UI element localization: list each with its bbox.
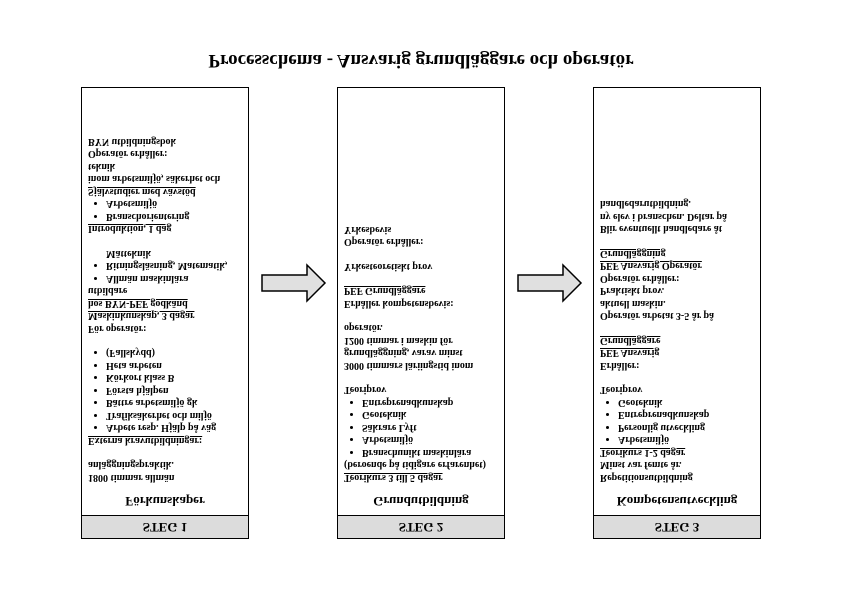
list-item: Arbetsmiljö bbox=[618, 433, 754, 446]
text-line: Blir eventuellt handledare åt bbox=[600, 223, 723, 235]
text-line: Operatör arbetat 3-5 år på bbox=[600, 310, 715, 322]
step-1-title: Förkunskaper bbox=[125, 494, 205, 509]
list-item: Trafiksäkerhet och miljö bbox=[106, 409, 242, 421]
arrow-step2-to-step3 bbox=[517, 263, 583, 303]
bullet-list: Arbete resp. Hjälp på vägTrafiksäkerhet … bbox=[88, 346, 242, 434]
text-line: Självstudier med vävstöd bbox=[88, 186, 196, 197]
spacer bbox=[88, 446, 242, 458]
spacer bbox=[88, 334, 242, 346]
text-line: Erhåller kompetensbevis: bbox=[344, 298, 454, 309]
bullet-list: Allmän maskinläraRitningsläsning, Matema… bbox=[88, 259, 242, 285]
text-line: operatör. bbox=[344, 322, 383, 334]
list-item: Säkrare Lyft bbox=[362, 421, 498, 433]
text-line: inom arbetsmiljö, säkerhet och bbox=[88, 173, 221, 185]
step-1-header: STEG 1 bbox=[82, 515, 248, 538]
text-line: BYN utbildningsbok bbox=[88, 136, 177, 147]
arrow-shape bbox=[517, 263, 583, 303]
text-line: Erhåller: bbox=[600, 360, 640, 371]
list-item: Geoteknik bbox=[362, 408, 498, 421]
text-line: PEF Grundläggare bbox=[344, 285, 426, 297]
spacer bbox=[344, 248, 498, 260]
list-item: Bättre arbetsmiljö gk bbox=[106, 396, 242, 409]
text-line: Praktiskt prov. bbox=[600, 285, 665, 297]
diagram-caption: Processchema - Ansvarig grundläggare och… bbox=[208, 50, 634, 71]
text-line: grundläggning, varav minst bbox=[344, 347, 463, 359]
text-line: För operatör: bbox=[88, 323, 147, 334]
text-line: Repetitionsutbildning bbox=[600, 472, 693, 483]
step-2-content: Teorikurs 3 till 5 dagar(beroende på tid… bbox=[338, 223, 504, 483]
list-item: Arbetsmiljö bbox=[106, 197, 242, 210]
text-line: Yrkesbevis bbox=[344, 224, 392, 235]
text-line: handledarutbildning. bbox=[600, 198, 691, 210]
list-item: Körkort klass B bbox=[106, 371, 242, 384]
list-item: Heta arbeten bbox=[106, 359, 242, 371]
text-line: Operatör erhåller: bbox=[88, 148, 168, 160]
list-item: Branschunikt maskinlära bbox=[362, 446, 498, 458]
list-item: Personlig utveckling bbox=[618, 421, 754, 433]
text-line: Teoriprov bbox=[344, 384, 387, 396]
text-line: Teorikurs 1-2 dagar bbox=[600, 447, 686, 458]
list-item: Första hjälpen bbox=[106, 384, 242, 396]
text-line: Teorikurs 3 till 5 dagar bbox=[344, 472, 443, 483]
text-line: anläggningspraktik. bbox=[88, 459, 174, 471]
step-3-box: STEG 3 Kompetensutveckling Repetitionsut… bbox=[593, 87, 761, 539]
step-2-box: STEG 2 Grundutbildning Teorikurs 3 till … bbox=[337, 87, 505, 539]
list-item: Entreprenadkunskap bbox=[618, 408, 754, 421]
spacer bbox=[600, 322, 754, 334]
list-item: (Fallskydd) bbox=[106, 346, 242, 359]
text-line: PEF Ansvarig Operatör bbox=[600, 260, 702, 272]
spacer bbox=[88, 235, 242, 247]
arrow-step1-to-step2 bbox=[261, 263, 327, 303]
list-item: Branschorientering bbox=[106, 210, 242, 222]
text-line: Grundläggare bbox=[600, 335, 661, 346]
text-line: Yrkesteoretiskt prov bbox=[344, 261, 433, 272]
text-line: Minst var femte år. bbox=[600, 459, 682, 471]
step-3-title: Kompetensutveckling bbox=[616, 494, 738, 509]
text-line: aktuell maskin. bbox=[600, 298, 666, 309]
step-2-title: Grundutbildning bbox=[373, 494, 469, 509]
spacer bbox=[600, 371, 754, 383]
text-line: Operatör erhåller: bbox=[600, 273, 680, 284]
step-3-header: STEG 3 bbox=[594, 515, 760, 538]
list-item: Allmän maskinlära bbox=[106, 272, 242, 284]
list-item: Ritningsläsning, Matematik, bbox=[106, 259, 242, 272]
text-line: Introduktion, 1 dag bbox=[88, 223, 172, 235]
step-2-header: STEG 2 bbox=[338, 515, 504, 538]
text-line: teknik bbox=[88, 161, 116, 172]
text-line: hos BYN-PEF godkänd bbox=[88, 298, 188, 309]
arrow-shape bbox=[261, 263, 327, 303]
bullet-list: Branschunikt maskinläraArbetsmiljöSäkrar… bbox=[344, 396, 498, 458]
text-line: Operatör erhåller: bbox=[344, 236, 424, 248]
text-line: Maskinkunskap, 3 dagar bbox=[88, 310, 195, 322]
list-item: Geoteknik bbox=[618, 396, 754, 408]
list-item: Arbete resp. Hjälp på väg bbox=[106, 421, 242, 434]
text-line: Teoriprov bbox=[600, 384, 643, 396]
text-line: 1200 timmar i maskin för bbox=[344, 335, 453, 346]
text-line: 3000 timmars läriingstid inom bbox=[344, 360, 474, 371]
bullet-list: ArbetsmiljöPersonlig utvecklingEntrepren… bbox=[600, 396, 754, 446]
text-line: utbildare bbox=[88, 285, 128, 297]
list-item: Arbetsmiljö bbox=[362, 433, 498, 446]
text-line: 1800 timmar allmän bbox=[88, 472, 175, 483]
text-line: Grundläggning bbox=[600, 248, 666, 259]
text-line: (beroende på tidigare erfarenhet) bbox=[344, 459, 486, 471]
spacer bbox=[344, 371, 498, 383]
text-line: Externa kravutbildningar: bbox=[88, 435, 203, 446]
list-item: Entreprenadkunskap bbox=[362, 396, 498, 408]
text-line: ny elev i branschen. Deltar på bbox=[600, 211, 728, 222]
spacer bbox=[344, 272, 498, 284]
spacer bbox=[600, 235, 754, 247]
spacer bbox=[344, 309, 498, 321]
bullet-list: BranschorienteringArbetsmiljö bbox=[88, 197, 242, 223]
text-line: PEF Ansvarig bbox=[600, 347, 660, 359]
text-line: Mätteknik bbox=[106, 248, 151, 259]
